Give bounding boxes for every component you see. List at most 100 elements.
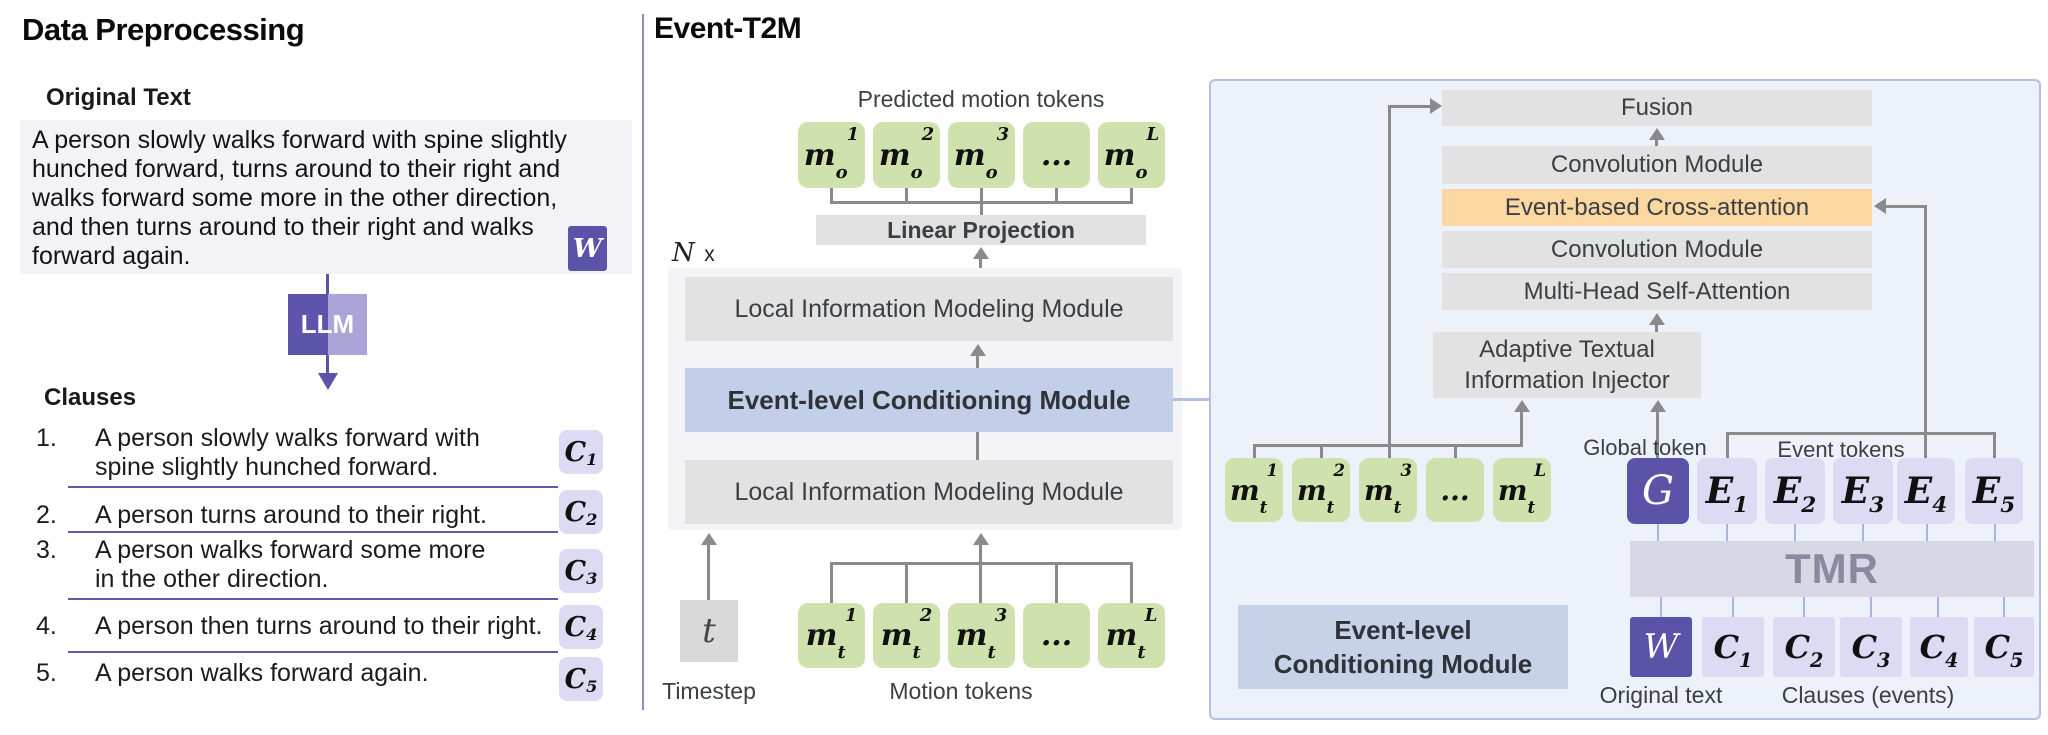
module-label: Event-level Conditioning Module xyxy=(727,384,1131,415)
global-token-label: Global token xyxy=(1583,435,1707,460)
badge-letter: C xyxy=(564,436,587,468)
connector xyxy=(905,188,908,203)
token-subscript: t xyxy=(837,641,846,663)
original-text-label: Original Text xyxy=(46,84,191,111)
badge-subscript: 1 xyxy=(586,450,598,470)
left-section-title: Data Preprocessing xyxy=(22,12,305,47)
connector xyxy=(1130,188,1133,203)
timestep-label: Timestep xyxy=(662,678,756,704)
token-superscript: 3 xyxy=(996,124,1010,146)
token-subscript: t xyxy=(912,641,921,663)
convolution-module-top-box: Convolution Module xyxy=(1442,146,1872,184)
connector xyxy=(1055,564,1058,603)
connector xyxy=(1732,597,1734,617)
module-label: Local Information Modeling Module xyxy=(734,294,1124,323)
badge-letter: C xyxy=(564,496,587,528)
badge-letter: C xyxy=(564,663,587,695)
arrow-into-fusion xyxy=(1430,98,1442,114)
section-divider xyxy=(642,14,644,710)
llm-box-light-half xyxy=(328,294,367,355)
token-subscript: 5 xyxy=(2010,648,2024,672)
badge-letter: C xyxy=(564,555,587,587)
arrow-from-global-token xyxy=(1650,400,1666,412)
clauses-label: Clauses xyxy=(44,384,137,411)
token-base: m xyxy=(805,618,838,653)
connector xyxy=(2003,597,2005,617)
linear-projection-box: Linear Projection xyxy=(816,215,1146,245)
fusion-box: Fusion xyxy=(1442,90,1872,126)
caption-line: Event-level xyxy=(1334,615,1472,645)
convolution-module-bottom-box: Convolution Module xyxy=(1442,231,1872,268)
linear-projection-label: Linear Projection xyxy=(887,216,1075,243)
token-subscript: t xyxy=(1527,497,1536,518)
tmr-label: TMR xyxy=(1785,545,1879,592)
caption-line: Conditioning Module xyxy=(1273,649,1533,679)
connector xyxy=(1130,564,1133,603)
adaptive-textual-information-injector-box: Adaptive Textual Information Injector xyxy=(1433,332,1701,398)
clause-text: A person then turns around to their righ… xyxy=(95,612,543,641)
connector xyxy=(1726,434,1729,458)
n-times-n: N xyxy=(672,238,695,268)
token-base: C xyxy=(1713,628,1740,666)
token-base: m xyxy=(1497,473,1528,507)
token-subscript: o xyxy=(910,161,923,183)
connector xyxy=(1994,524,1996,541)
connector xyxy=(1862,524,1864,541)
token-base: m xyxy=(1229,473,1260,507)
timestep-token: t xyxy=(680,600,738,662)
token-base: m xyxy=(1105,618,1138,653)
original-text-line: forward again. xyxy=(32,242,191,270)
center-section-title: Event-T2M xyxy=(654,12,802,45)
token-subscript: t xyxy=(1137,641,1146,663)
clause-text-line: in the other direction. xyxy=(95,565,329,593)
clause-text-line: spine slightly hunched forward. xyxy=(95,453,439,481)
token-subscript: 2 xyxy=(1801,492,1817,518)
multi-head-self-attention-box: Multi-Head Self-Attention xyxy=(1442,273,1872,310)
tmr-box: TMR xyxy=(1630,541,2034,597)
predicted-motion-tokens-label: Predicted motion tokens xyxy=(857,86,1105,112)
motion-token-ellipsis: ... xyxy=(1023,603,1090,668)
original-text-line: hunched forward, turns around to their r… xyxy=(32,155,561,183)
module-label: Fusion xyxy=(1620,94,1694,121)
arrow-to-mhsa xyxy=(1649,313,1665,325)
clause-number: 1. xyxy=(36,424,57,452)
clause-number: 5. xyxy=(36,659,57,687)
original-text-line: walks forward some more in the other dir… xyxy=(32,184,558,212)
connector xyxy=(1926,524,1928,541)
global-token: G xyxy=(1627,458,1689,524)
connector xyxy=(1803,597,1805,617)
clause-text-line: A person walks forward some more xyxy=(95,536,486,564)
module-label: Convolution Module xyxy=(1550,235,1764,263)
llm-box-dark-half xyxy=(288,294,328,355)
clause-text: A person walks forward again. xyxy=(95,659,429,688)
w-token-badge: W xyxy=(568,226,607,271)
clauses-events-caption: Clauses (events) xyxy=(1781,682,1955,708)
connector xyxy=(1655,138,1658,146)
token-base: m xyxy=(1363,473,1394,507)
token-base: m xyxy=(1296,473,1327,507)
token-subscript: t xyxy=(1259,497,1268,518)
token-base: E xyxy=(1972,470,2001,512)
token-base: m xyxy=(953,137,986,173)
connector xyxy=(1388,105,1430,108)
badge-subscript: 4 xyxy=(586,625,598,645)
clause-text-line: A person turns around to their right. xyxy=(95,501,487,529)
clause-text-line: A person slowly walks forward with xyxy=(95,424,480,452)
token-subscript: 3 xyxy=(1877,648,1891,672)
original-text-line: A person slowly walks forward with spine… xyxy=(32,126,567,154)
arrow-into-cross-attention xyxy=(1874,198,1886,214)
token-base: W xyxy=(1643,627,1679,667)
connector xyxy=(1055,188,1058,203)
module-label: Local Information Modeling Module xyxy=(734,477,1124,506)
local-information-modeling-module-bottom: Local Information Modeling Module xyxy=(685,460,1173,524)
